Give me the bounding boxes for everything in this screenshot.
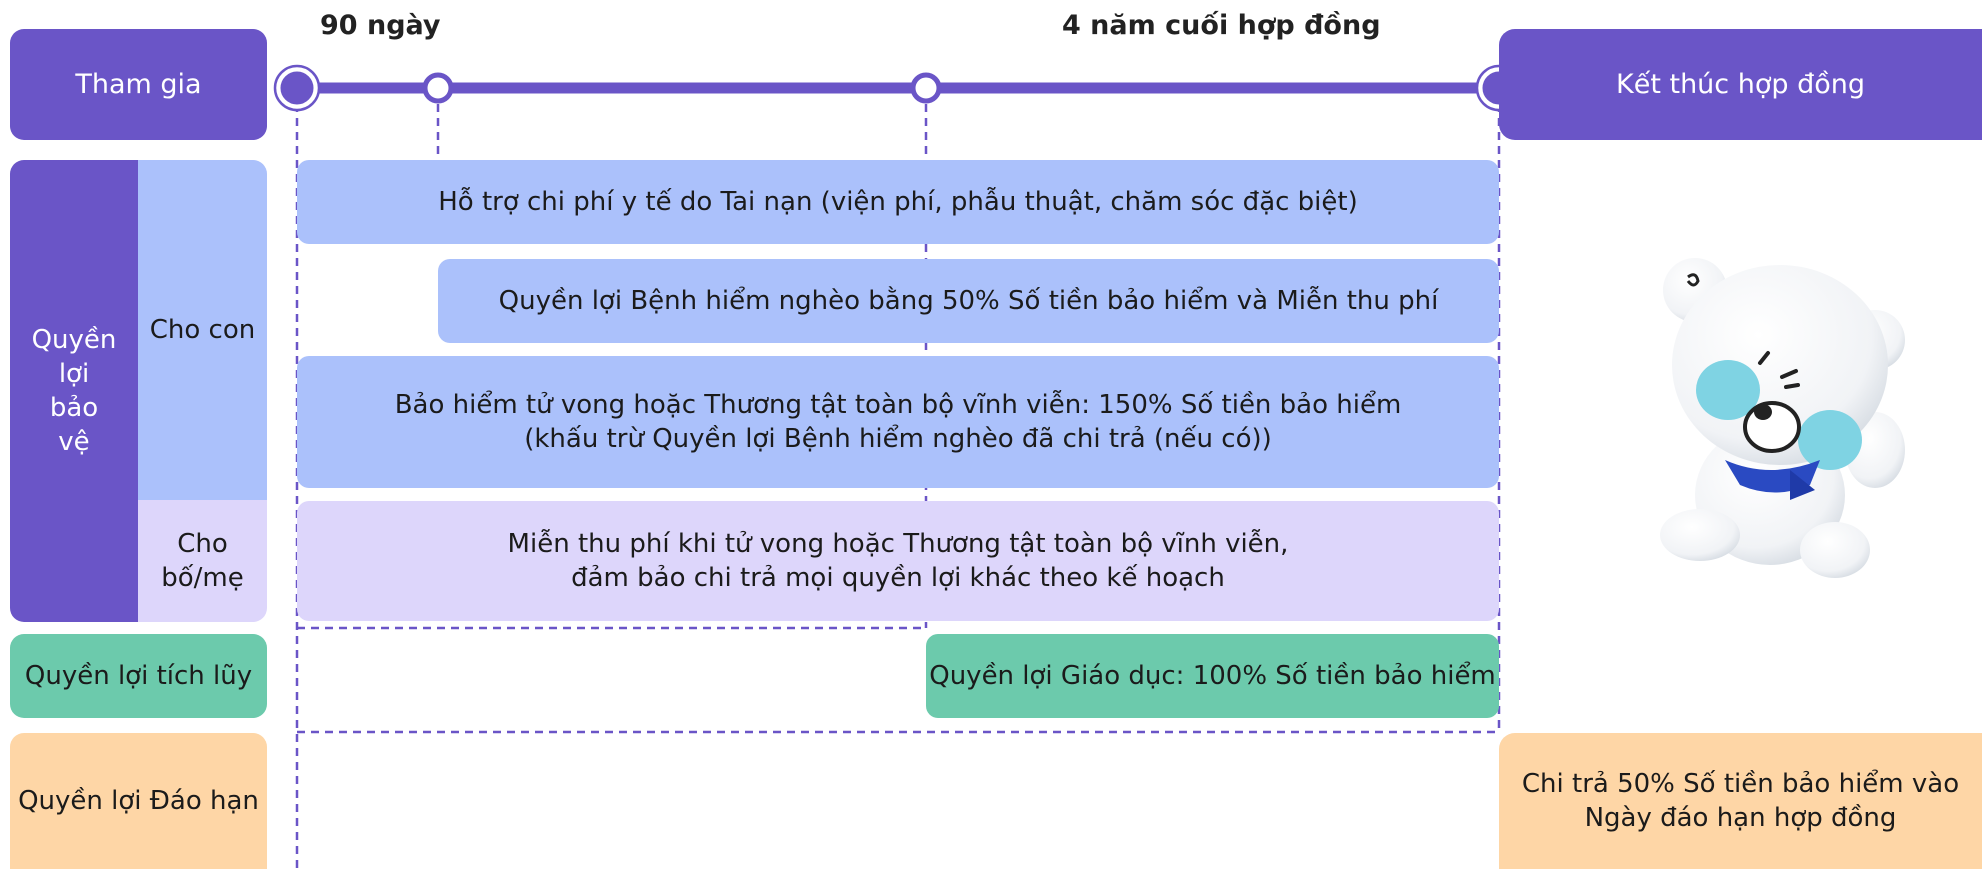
milestone-last-4-years xyxy=(910,72,942,104)
phase-label-90-days: 90 ngày xyxy=(320,10,441,41)
milestone-90-days xyxy=(422,72,454,104)
accumulation-benefit-label: Quyền lợi tích lũy xyxy=(10,634,267,718)
polar-bear-mascot-icon xyxy=(1660,258,1905,578)
protection-benefit-label: Quyền lợi bảo vệ xyxy=(10,160,138,622)
join-box: Tham gia xyxy=(10,29,267,140)
for-child-label: Cho con xyxy=(138,160,267,500)
milestone-start-ring xyxy=(273,64,321,112)
for-parent-label: Cho bố/mẹ xyxy=(138,500,267,622)
benefit-death-disability: Bảo hiểm tử vong hoặc Thương tật toàn bộ… xyxy=(297,356,1499,488)
benefit-education: Quyền lợi Giáo dục: 100% Số tiền bảo hiể… xyxy=(926,634,1499,718)
benefit-premium-waiver: Miễn thu phí khi tử vong hoặc Thương tật… xyxy=(297,501,1499,621)
benefit-accident-medical: Hỗ trợ chi phí y tế do Tai nạn (viện phí… xyxy=(297,160,1499,244)
phase-label-last-4-years: 4 năm cuối hợp đồng xyxy=(1062,10,1381,41)
maturity-benefit-label: Quyền lợi Đáo hạn xyxy=(10,733,267,869)
benefit-critical-illness: Quyền lợi Bệnh hiểm nghèo bằng 50% Số ti… xyxy=(438,259,1499,343)
protection-benefit-group: Quyền lợi bảo vệ Cho con Cho bố/mẹ xyxy=(10,160,267,622)
milestone-start xyxy=(275,66,319,110)
contract-end-box: Kết thúc hợp đồng xyxy=(1499,29,1982,140)
benefit-maturity-payout: Chi trả 50% Số tiền bảo hiểm vào Ngày đá… xyxy=(1499,733,1982,869)
